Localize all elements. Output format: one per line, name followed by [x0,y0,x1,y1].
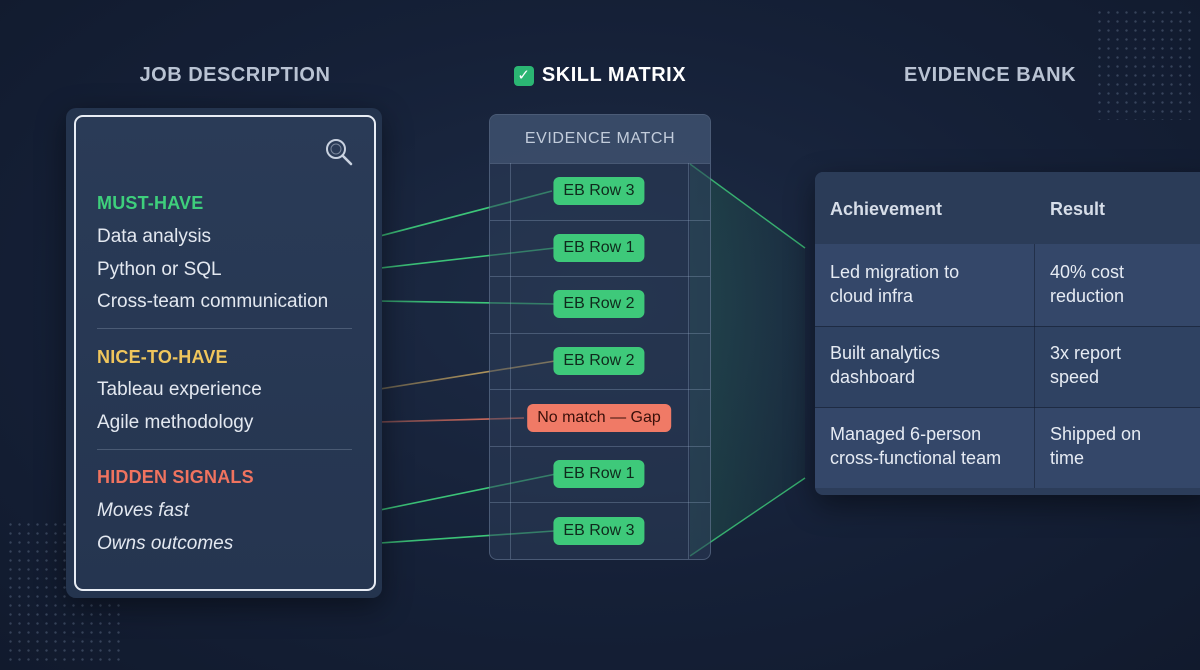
skill-python-sql: Python or SQL [97,259,222,280]
eb-result-1: 40% cost reduction [1050,260,1200,308]
evidence-bank-table: Achievement Result Led migration to clou… [815,172,1200,495]
eb-column-separator [1034,244,1035,488]
divider-2 [97,449,352,450]
skill-tableau: Tableau experience [97,379,262,400]
job-description-heading: JOB DESCRIPTION [139,64,331,86]
eb-achievement-1-line2: cloud infra [830,286,914,306]
skill-cross-team: Cross-team communication [97,291,329,312]
skill-agile: Agile methodology [97,412,254,433]
match-pill[interactable]: EB Row 2 [553,347,645,375]
eb-achievement-2-line2: dashboard [830,367,916,387]
eb-row-separator [815,326,1200,327]
eb-result-1-line1: 40% cost [1050,262,1125,282]
matrix-row-line [490,276,710,277]
category-hidden-signals: HIDDEN SIGNALS [97,467,254,487]
eb-achievement-3-line2: cross-functional team [830,448,1002,468]
match-pill[interactable]: EB Row 2 [553,290,645,318]
skill-matrix-title: SKILL MATRIX [541,64,687,86]
eb-result-3: Shipped on time [1050,422,1200,470]
signal-owns-outcomes: Owns outcomes [97,533,234,554]
eb-achievement-2: Built analytics dashboard [830,341,1030,389]
matrix-row-line [490,389,710,390]
divider-1 [97,328,352,329]
eb-result-2: 3x report speed [1050,341,1200,389]
evidence-bank-heading: EVIDENCE BANK [903,64,1077,86]
eb-row-2 [815,327,1200,407]
match-pill[interactable]: EB Row 3 [553,177,645,205]
eb-achievement-3-line1: Managed 6-person [830,424,982,444]
eb-row-1 [815,244,1200,326]
eb-result-1-line2: reduction [1050,286,1125,306]
eb-result-2-line2: speed [1050,367,1100,387]
gap-pill[interactable]: No match — Gap [527,404,671,432]
eb-result-3-line1: Shipped on [1050,424,1142,444]
category-nice-to-have: NICE-TO-HAVE [97,347,228,367]
eb-row-separator [815,407,1200,408]
matrix-col-line-left [510,163,511,559]
match-pill[interactable]: EB Row 1 [553,460,645,488]
beam-shape [690,164,805,556]
search-icon[interactable] [324,137,354,167]
match-pill[interactable]: EB Row 3 [553,517,645,545]
check-icon: ✓ [513,65,534,86]
matrix-row-line [490,502,710,503]
eb-achievement-1-line1: Led migration to [830,262,960,282]
category-must-have: MUST-HAVE [97,193,204,213]
eb-row-3 [815,408,1200,488]
skill-matrix-heading: ✓ SKILL MATRIX [490,64,710,87]
matrix-row-line [490,446,710,447]
job-description-card [74,115,376,591]
eb-header-row [815,172,1200,244]
signal-moves-fast: Moves fast [97,500,189,521]
eb-achievement-3: Managed 6-person cross-functional team [830,422,1030,470]
eb-result-3-line2: time [1050,448,1085,468]
eb-result-2-line1: 3x report [1050,343,1122,363]
matrix-row-line [490,163,710,164]
matrix-header: EVIDENCE MATCH [490,115,710,163]
matrix-row-line [490,220,710,221]
match-pill[interactable]: EB Row 1 [553,234,645,262]
matrix-col-line-right [688,163,689,559]
eb-col-result: Result [1050,199,1106,219]
skill-data-analysis: Data analysis [97,226,212,247]
matrix-row-line [490,333,710,334]
dot-grid-top-right [1095,8,1195,120]
eb-col-achievement: Achievement [830,199,943,219]
eb-achievement-1: Led migration to cloud infra [830,260,1030,308]
eb-achievement-2-line1: Built analytics [830,343,941,363]
